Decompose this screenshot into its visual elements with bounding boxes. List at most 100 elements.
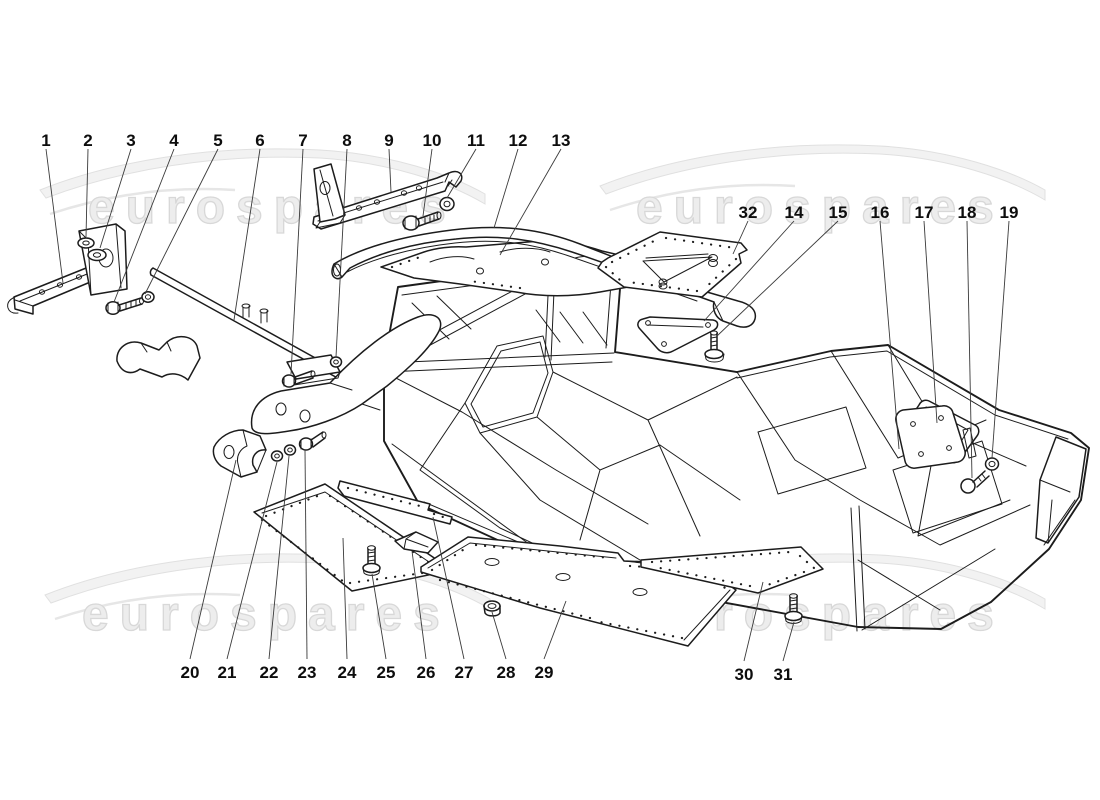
- leader-line-14: [703, 220, 795, 322]
- callout-5: 5: [144, 131, 223, 295]
- watermark-2: eurospares: [599, 144, 1046, 235]
- leader-line-24: [342, 537, 348, 660]
- leader-line-13: [499, 148, 562, 256]
- callout-16: 16: [871, 203, 900, 450]
- part-gusset-bracket: [313, 163, 346, 229]
- callout-30: 30: [735, 581, 764, 684]
- callout-number-10: 10: [423, 131, 442, 150]
- callout-number-22: 22: [260, 663, 279, 682]
- part-20-saddle-bracket: [212, 429, 267, 478]
- callout-number-3: 3: [126, 131, 135, 150]
- callout-number-20: 20: [181, 663, 200, 682]
- leader-line-15: [716, 220, 839, 337]
- leader-line-6: [233, 148, 261, 321]
- part-21-washer: [270, 450, 284, 462]
- watermark-3: eurospares: [44, 553, 491, 642]
- watermark-swoosh-secondary: [54, 592, 241, 621]
- callout-31: 31: [774, 621, 795, 684]
- leader-line-2: [85, 148, 89, 238]
- part-4-bolt: [105, 297, 144, 315]
- callout-27: 27: [432, 516, 474, 682]
- callout-number-17: 17: [915, 203, 934, 222]
- callout-number-21: 21: [218, 663, 237, 682]
- leader-line-17: [923, 220, 938, 424]
- callout-29: 29: [535, 600, 567, 682]
- leader-line-21: [226, 461, 278, 660]
- callout-number-9: 9: [384, 131, 393, 150]
- part-7-bolt: [281, 370, 316, 388]
- frame-exploded-drawing: [7, 163, 1090, 647]
- callout-6: 6: [233, 131, 265, 321]
- callout-12: 12: [493, 131, 528, 229]
- watermark-swoosh: [599, 144, 1046, 201]
- callout-32: 32: [732, 203, 758, 255]
- part-sill-assembly: [250, 314, 442, 435]
- leader-line-16: [879, 220, 900, 450]
- leader-line-26: [411, 550, 427, 660]
- callout-7: 7: [290, 131, 308, 375]
- callout-20: 20: [181, 459, 237, 682]
- callout-number-2: 2: [83, 131, 92, 150]
- part-25-bolt: [362, 545, 381, 576]
- part-19-washer: [984, 457, 1000, 471]
- callout-1: 1: [41, 131, 64, 284]
- part-28-nut: [483, 600, 501, 617]
- part-23-bolt: [298, 431, 327, 451]
- callout-number-15: 15: [829, 203, 848, 222]
- callout-number-8: 8: [342, 131, 351, 150]
- watermark-swoosh-secondary: [49, 187, 236, 216]
- callout-number-32: 32: [739, 203, 758, 222]
- callout-number-23: 23: [298, 663, 317, 682]
- callout-number-11: 11: [467, 131, 485, 150]
- leader-line-5: [144, 148, 219, 295]
- part-31-bolt: [784, 593, 803, 624]
- callout-14: 14: [703, 203, 804, 322]
- leader-line-1: [45, 148, 64, 284]
- leader-line-23: [304, 449, 308, 660]
- callout-19: 19: [991, 203, 1019, 459]
- watermark-swoosh: [39, 148, 486, 205]
- part-8-washer: [329, 356, 343, 368]
- callout-24: 24: [338, 537, 357, 682]
- leader-line-27: [432, 516, 465, 660]
- callout-18: 18: [958, 203, 976, 479]
- leader-line-19: [991, 220, 1010, 459]
- callout-2: 2: [83, 131, 93, 238]
- part-2-washer: [77, 237, 95, 249]
- callout-number-16: 16: [871, 203, 890, 222]
- part-27-panel: [337, 480, 453, 525]
- callout-number-13: 13: [552, 131, 571, 150]
- callout-number-19: 19: [1000, 203, 1019, 222]
- callout-number-26: 26: [417, 663, 436, 682]
- leader-line-32: [732, 220, 749, 255]
- part-14-bracket: [637, 316, 719, 354]
- part-32-plate: [597, 231, 748, 298]
- callout-number-28: 28: [497, 663, 516, 682]
- leader-line-8: [335, 148, 348, 358]
- callout-number-6: 6: [255, 131, 264, 150]
- callout-number-12: 12: [509, 131, 528, 150]
- callout-17: 17: [915, 203, 938, 424]
- part-10-bolt: [402, 211, 442, 231]
- callout-number-27: 27: [455, 663, 474, 682]
- leader-line-18: [966, 220, 973, 479]
- callout-8: 8: [335, 131, 352, 358]
- callout-number-7: 7: [298, 131, 307, 150]
- leader-line-22: [268, 455, 290, 660]
- part-9-rail: [312, 170, 463, 230]
- watermark-text: eurospares: [636, 181, 1005, 234]
- callout-9: 9: [384, 131, 394, 193]
- part-30-panel: [640, 546, 824, 594]
- callout-25: 25: [371, 573, 395, 682]
- part-15-bolt: [704, 330, 725, 363]
- leader-line-10: [422, 148, 433, 217]
- leader-line-31: [782, 621, 795, 662]
- part-5-washer: [141, 291, 155, 303]
- callout-26: 26: [411, 550, 436, 682]
- callout-4: 4: [113, 131, 179, 303]
- part-18-bolt: [960, 470, 990, 494]
- callout-number-5: 5: [213, 131, 222, 150]
- part-3-washer: [87, 248, 107, 262]
- leader-line-12: [493, 148, 519, 229]
